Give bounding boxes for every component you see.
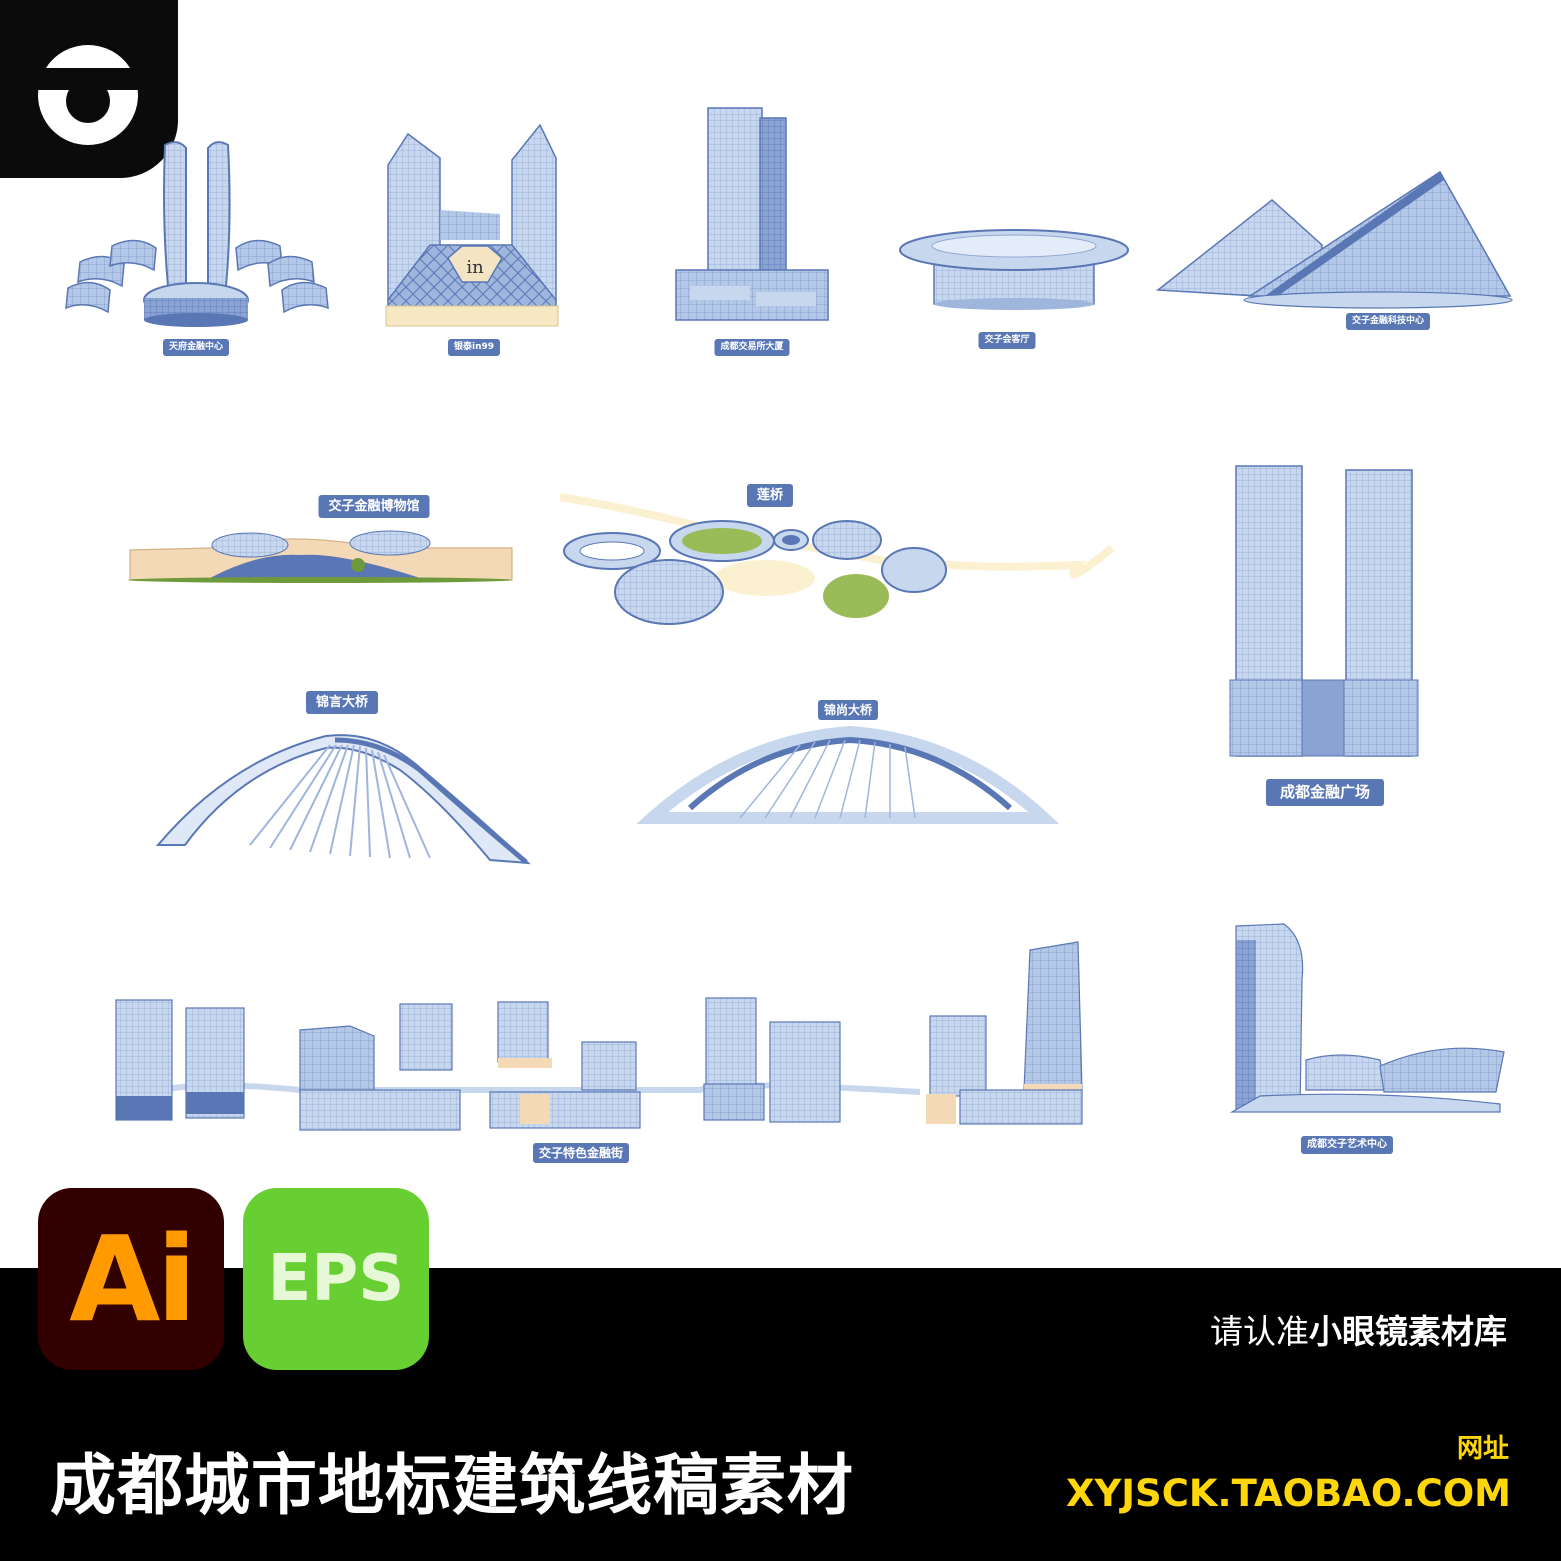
url-label: 网址 (1456, 1434, 1509, 1464)
main-title: 成都城市地标建筑线稿素材 (50, 1447, 854, 1524)
tech-center-illustration (1155, 170, 1513, 309)
eye-logo-icon (34, 45, 142, 145)
eps-format-badge: EPS (243, 1188, 429, 1370)
eps-badge-text: EPS (267, 1242, 405, 1316)
finance-street-illustration (115, 941, 1083, 1131)
label-guest-hall: 交子会客厅 (978, 332, 1036, 349)
ai-badge-text: Ai (69, 1210, 197, 1348)
jinyan-bridge-illustration (155, 734, 531, 865)
museum-illustration (128, 530, 513, 583)
notice-brand: 小眼镜素材库 (1309, 1312, 1507, 1351)
label-exchange-tower: 成都交易所大厦 (714, 339, 790, 356)
logo-tab (0, 0, 178, 178)
label-finance-plaza: 成都金融广场 (1265, 779, 1385, 806)
in99-illustration: in (385, 123, 559, 327)
label-tianfu-center: 天府金融中心 (162, 339, 230, 356)
exchange-tower-illustration (675, 107, 829, 321)
shop-url[interactable]: XYJSCK.TAOBAO.COM (1065, 1472, 1511, 1515)
label-museum: 交子金融博物馆 (318, 495, 430, 518)
in99-sign-text: in (466, 257, 484, 278)
landmark-illustrations: in (65, 107, 1513, 1131)
label-tech-center: 交子金融科技中心 (1345, 313, 1431, 330)
label-lotus-bridge: 莲桥 (746, 484, 794, 507)
label-in99: 银泰in99 (447, 339, 501, 356)
label-finance-street: 交子特色金融街 (532, 1143, 630, 1163)
jinshang-bridge-illustration (636, 725, 1060, 824)
finance-plaza-illustration (1229, 465, 1419, 757)
brand-notice: 请认准小眼镜素材库 (1210, 1305, 1507, 1353)
label-jinyan-bridge: 锦言大桥 (305, 691, 379, 714)
lotus-bridge-illustration (559, 493, 1115, 625)
tianfu-center-illustration (65, 141, 329, 327)
notice-prefix: 请认准 (1210, 1312, 1309, 1351)
label-art-center: 成都交子艺术中心 (1301, 1136, 1393, 1154)
label-jinshang-bridge: 锦尚大桥 (817, 700, 879, 720)
guest-hall-illustration (899, 229, 1129, 310)
ai-format-badge: Ai (38, 1188, 224, 1370)
art-center-illustration (1229, 923, 1505, 1113)
